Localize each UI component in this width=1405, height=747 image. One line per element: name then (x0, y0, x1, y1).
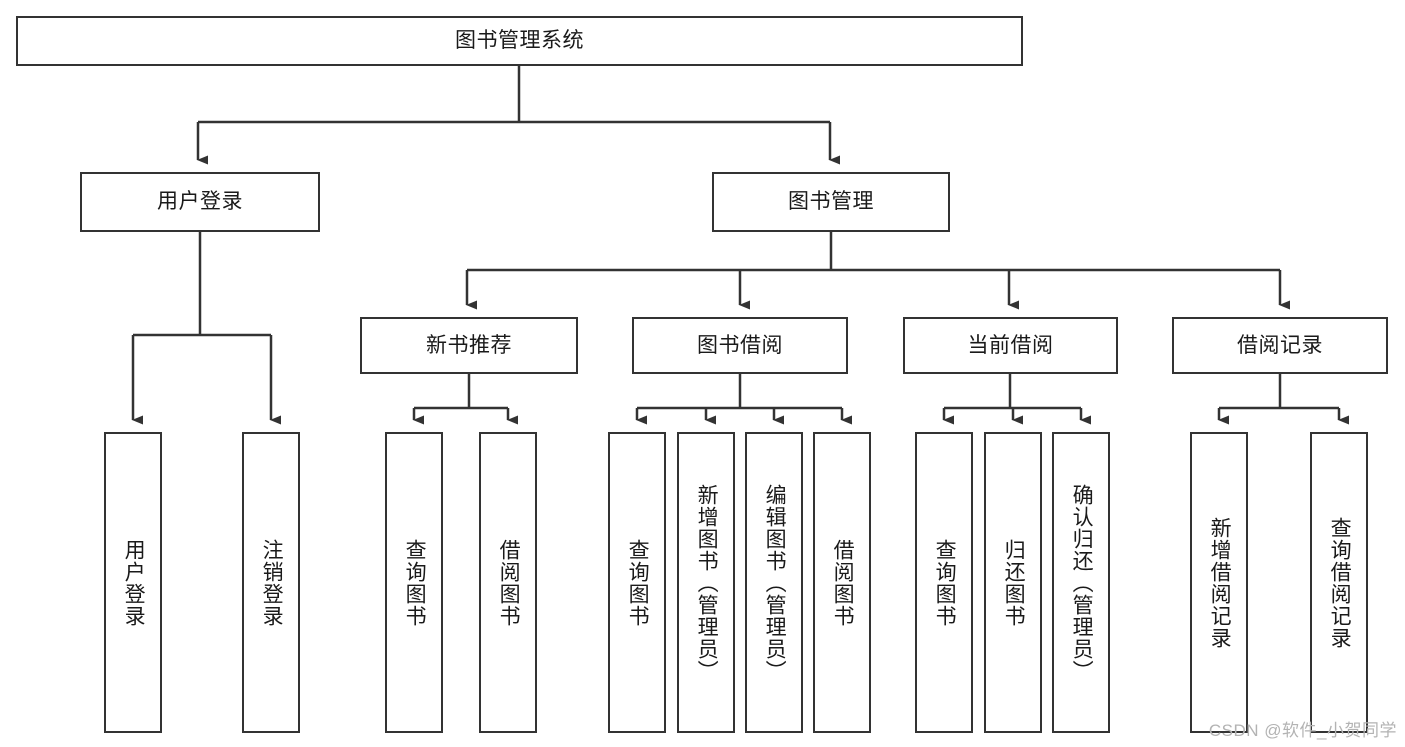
node-leaf-confirm-return[interactable]: 确认归还（管理员） (1052, 432, 1110, 733)
node-leaf-query-book-current[interactable]: 查询图书 (915, 432, 973, 733)
edges-new-book-recommend-to-leaves (412, 374, 518, 425)
node-leaf-query-book-borrow-label: 查询图书 (626, 538, 650, 627)
node-leaf-borrow-book[interactable]: 借阅图书 (813, 432, 871, 733)
node-leaf-return-book-label: 归还图书 (1002, 538, 1026, 627)
node-leaf-borrow-book-recommend[interactable]: 借阅图书 (479, 432, 537, 733)
node-borrow-record[interactable]: 借阅记录 (1172, 317, 1388, 374)
edges-borrow-record-to-leaves (1217, 374, 1349, 425)
node-leaf-user-login-label: 用户登录 (122, 538, 146, 627)
node-leaf-logout-login-label: 注销登录 (260, 538, 284, 627)
node-leaf-add-borrow-record[interactable]: 新增借阅记录 (1190, 432, 1248, 733)
node-leaf-query-borrow-record-label: 查询借阅记录 (1328, 516, 1352, 649)
node-leaf-edit-book-label: 编辑图书（管理员） (763, 483, 787, 682)
node-book-management[interactable]: 图书管理 (712, 172, 950, 232)
node-leaf-query-book-recommend-label: 查询图书 (403, 538, 427, 627)
node-leaf-edit-book[interactable]: 编辑图书（管理员） (745, 432, 803, 733)
node-leaf-add-book[interactable]: 新增图书（管理员） (677, 432, 735, 733)
node-leaf-return-book[interactable]: 归还图书 (984, 432, 1042, 733)
node-borrow-record-label: 借阅记录 (1237, 333, 1323, 357)
node-book-borrow[interactable]: 图书借阅 (632, 317, 848, 374)
node-leaf-user-login[interactable]: 用户登录 (104, 432, 162, 733)
watermark-text: CSDN @软件_小贺同学 (1208, 721, 1397, 740)
node-leaf-query-book-recommend[interactable]: 查询图书 (385, 432, 443, 733)
edges-user-login-to-leaves (131, 232, 281, 425)
edges-book-management-to-level3 (465, 232, 1290, 310)
node-root-label: 图书管理系统 (455, 29, 584, 53)
node-root[interactable]: 图书管理系统 (16, 16, 1023, 66)
edges-root-to-level2 (196, 66, 840, 165)
node-leaf-query-book-current-label: 查询图书 (933, 538, 957, 627)
node-leaf-add-borrow-record-label: 新增借阅记录 (1208, 516, 1232, 649)
node-current-borrow-label: 当前借阅 (967, 333, 1054, 357)
node-current-borrow[interactable]: 当前借阅 (903, 317, 1118, 374)
node-new-book-recommend-label: 新书推荐 (426, 333, 512, 357)
node-user-login[interactable]: 用户登录 (80, 172, 320, 232)
node-new-book-recommend[interactable]: 新书推荐 (360, 317, 578, 374)
edges-current-borrow-to-leaves (942, 374, 1091, 425)
node-leaf-confirm-return-label: 确认归还（管理员） (1070, 483, 1094, 682)
node-leaf-add-book-label: 新增图书（管理员） (695, 483, 719, 682)
node-leaf-borrow-book-label: 借阅图书 (831, 538, 855, 627)
node-user-login-label: 用户登录 (157, 190, 243, 214)
node-leaf-borrow-book-recommend-label: 借阅图书 (497, 538, 521, 627)
node-leaf-logout-login[interactable]: 注销登录 (242, 432, 300, 733)
node-book-borrow-label: 图书借阅 (697, 333, 783, 357)
node-book-management-label: 图书管理 (788, 190, 874, 214)
edges-book-borrow-to-leaves (635, 374, 852, 425)
node-leaf-query-borrow-record[interactable]: 查询借阅记录 (1310, 432, 1368, 733)
node-leaf-query-book-borrow[interactable]: 查询图书 (608, 432, 666, 733)
